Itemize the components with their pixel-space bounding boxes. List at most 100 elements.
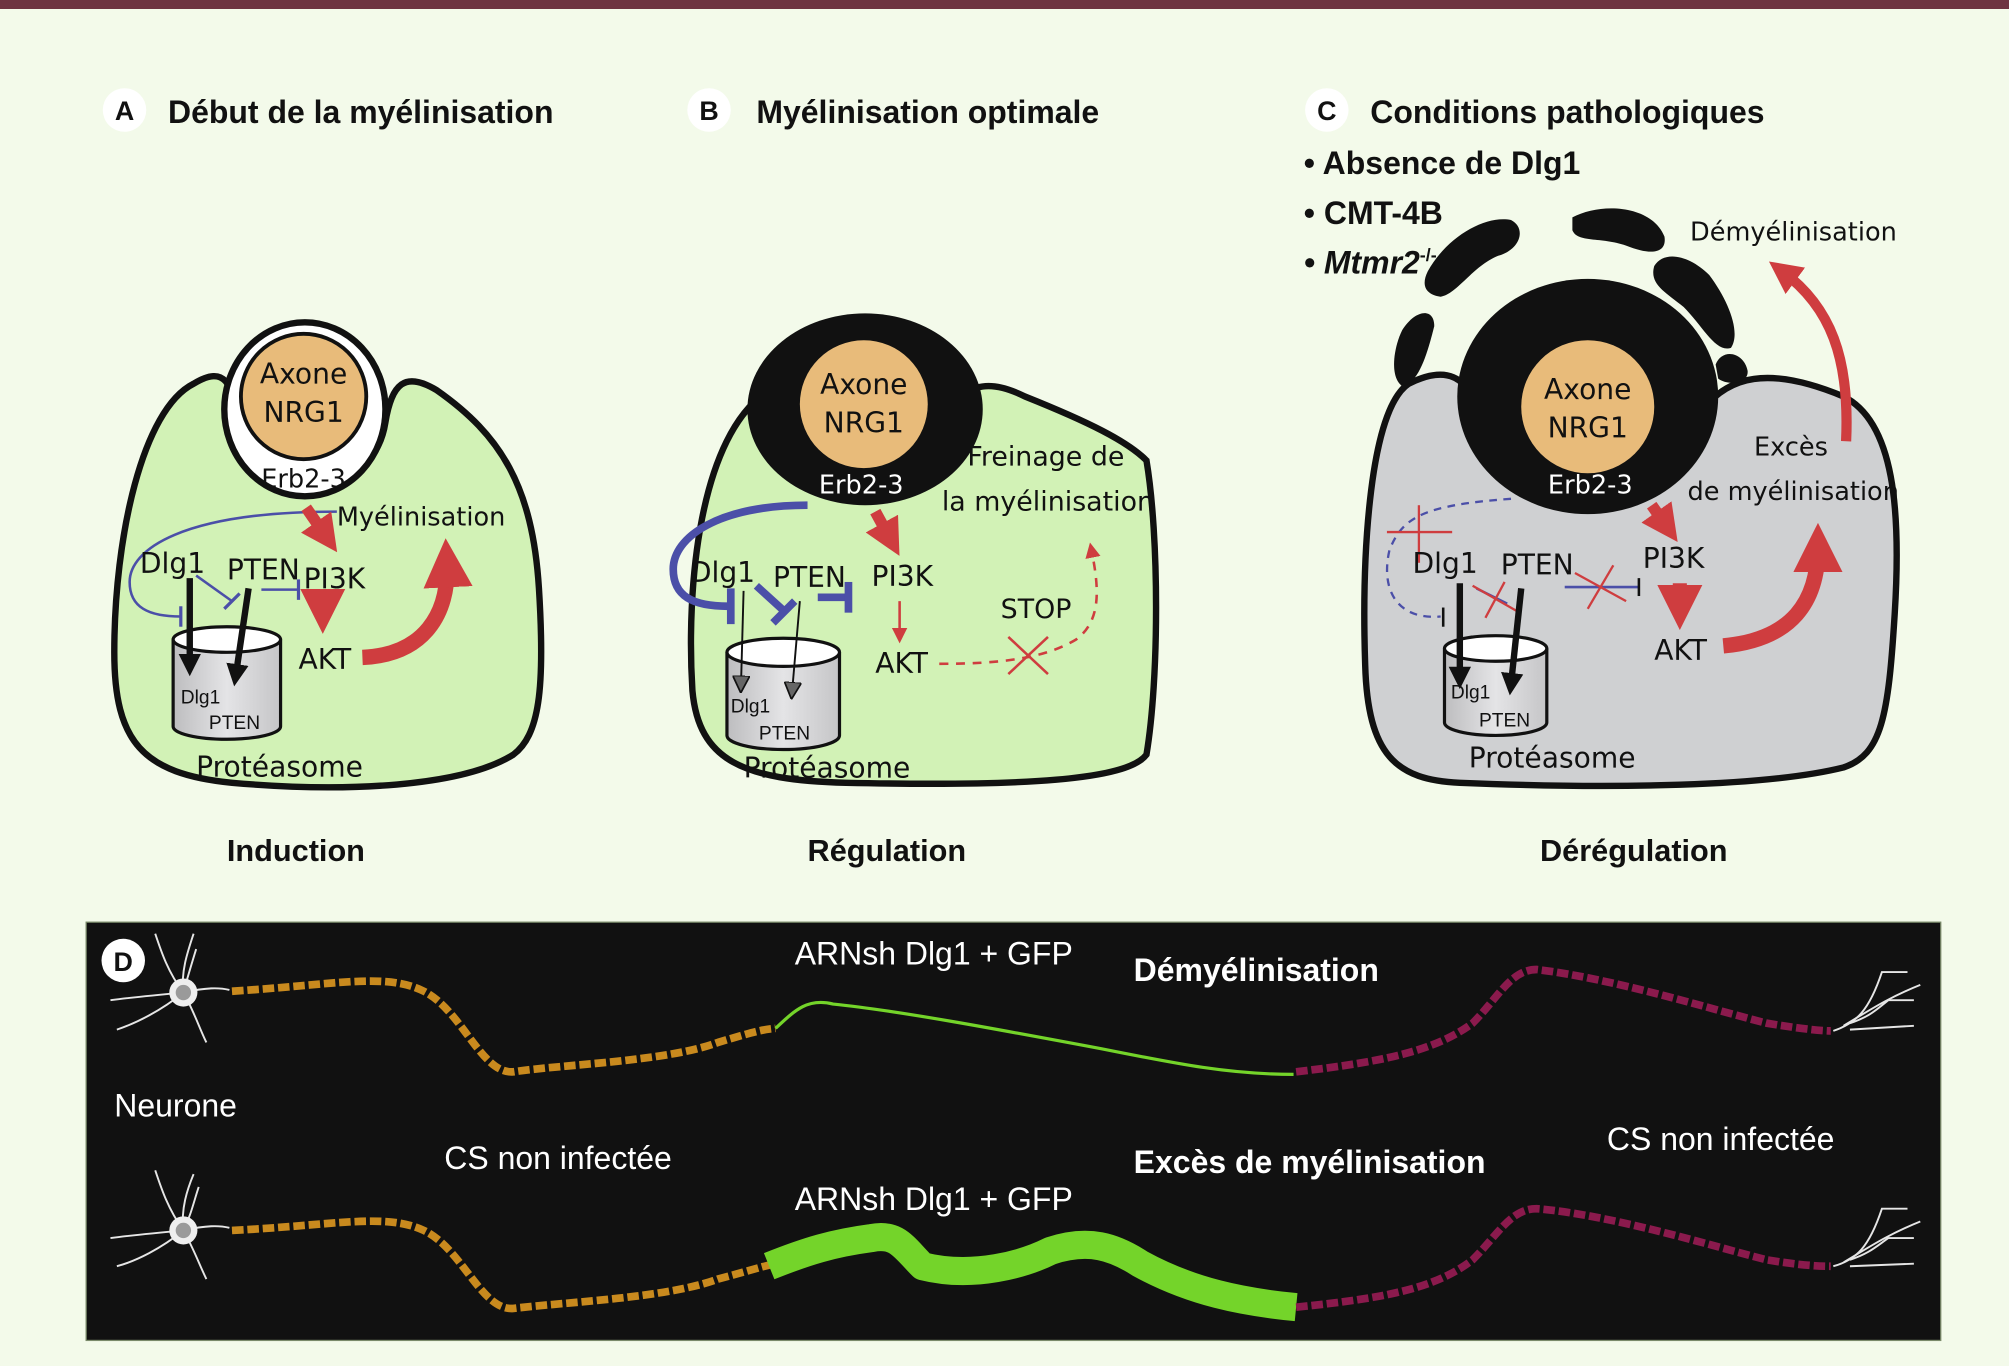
nrg1-label: NRG1 <box>824 406 904 439</box>
top-accent-bar <box>0 0 2009 9</box>
demyelination-label: Démyélinisation <box>1690 217 1897 247</box>
axon-label: Axone <box>260 358 347 391</box>
dlg1-label: Dlg1 <box>1413 547 1478 580</box>
panel-title: Myélinisation optimale <box>756 94 1099 130</box>
panel-letter: A <box>115 96 134 126</box>
activation-akt-to-myelination <box>361 538 473 666</box>
disrupted-cross-icon <box>1386 505 1453 563</box>
outcome-label-line1: Freinage de <box>967 442 1124 473</box>
uninfected-label-left: CS non infectée <box>444 1140 671 1176</box>
pten-label: PTEN <box>227 553 300 586</box>
nrg1-label: NRG1 <box>263 396 343 429</box>
myelinated-axon-top-right <box>1295 965 1831 1076</box>
receptor-label: Erb2-3 <box>1548 471 1633 501</box>
pten-label: PTEN <box>773 561 846 594</box>
condition-item: • Absence de Dlg1 <box>1304 145 1581 181</box>
panel-b: B Myélinisation optimale Axone NRG1 Erb2… <box>669 88 1160 868</box>
outcome-label-line2: la myélinisation <box>942 486 1154 517</box>
proteasome-dlg1-label: Dlg1 <box>1451 682 1490 703</box>
panel-letter-badge <box>687 88 731 132</box>
proteasome <box>725 636 842 752</box>
blocked-path-to-myelination <box>939 542 1101 666</box>
akt-label: AKT <box>1654 634 1707 667</box>
demyelination-arrow <box>1768 261 1852 442</box>
panel-a: A Début de la myélinisation Axone NRG1 E… <box>102 88 554 868</box>
disrupted-inhibition-erb-to-dlg1 <box>1385 497 1512 618</box>
panel-d: D <box>85 921 1942 1342</box>
akt-label: AKT <box>875 647 928 680</box>
uninfected-label-right: CS non infectée <box>1607 1121 1834 1157</box>
panel-a-header: A Début de la myélinisation <box>102 88 554 132</box>
demyelinated-segment <box>774 1000 1294 1076</box>
proteasome-pten-label: PTEN <box>209 713 260 734</box>
myelinated-axon-top-left <box>231 977 776 1076</box>
axon-terminal-top <box>1833 971 1921 1032</box>
degradation-arrow-pten <box>792 601 800 691</box>
nrg1-label: NRG1 <box>1548 411 1628 444</box>
axon <box>239 331 369 462</box>
panel-letter-badge <box>1305 88 1349 132</box>
dlg1-label: Dlg1 <box>140 547 205 580</box>
panel-caption: Dérégulation <box>1540 833 1728 868</box>
neuron-label: Neurone <box>114 1088 237 1124</box>
excess-label-line2: de myélinisation <box>1688 477 1899 507</box>
panel-c: C Conditions pathologiques • Absence de … <box>1304 88 1900 868</box>
panel-letter: C <box>1317 96 1336 126</box>
proteasome-dlg1-label: Dlg1 <box>731 696 770 717</box>
receptor-label: Erb2-3 <box>261 464 346 494</box>
proteasome-pten-label: PTEN <box>759 723 810 744</box>
hypermyelinated-segment <box>763 1223 1298 1322</box>
panel-caption: Régulation <box>808 833 967 868</box>
panel-c-header: C Conditions pathologiques <box>1305 88 1765 132</box>
neuron-bottom <box>110 1170 230 1280</box>
excess-label-line1: Excès <box>1754 432 1828 462</box>
axon-terminal-bottom <box>1833 1207 1921 1268</box>
axon <box>799 340 928 469</box>
disrupted-cross-icon <box>1574 564 1627 610</box>
activation-erb-to-pi3k <box>1641 501 1678 543</box>
inhibition-erb-to-dlg1 <box>128 510 337 618</box>
outcome-label: Myélinisation <box>337 503 505 533</box>
activation-erb-to-pi3k <box>865 508 900 556</box>
myelinated-axon-bottom-left <box>231 1217 777 1313</box>
proteasome-label: Protéasome <box>196 750 363 783</box>
panel-caption: Induction <box>227 833 365 868</box>
demyelination-label: Démyélinisation <box>1134 952 1379 988</box>
activation-erb-to-pi3k <box>300 504 338 553</box>
dlg1-label: Dlg1 <box>690 556 755 589</box>
axon-label: Axone <box>820 368 907 401</box>
pten-label: PTEN <box>1501 548 1574 581</box>
panel-title: Conditions pathologiques <box>1370 94 1764 130</box>
stop-label: STOP <box>1001 594 1072 625</box>
degradation-arrow-dlg1 <box>741 590 744 684</box>
panel-b-header: B Myélinisation optimale <box>687 88 1099 132</box>
neuron-top <box>110 933 230 1043</box>
inhibition-dlg1-to-pten <box>753 582 788 615</box>
inhibition-erb-to-dlg1 <box>669 501 808 611</box>
stop-cross-icon <box>1007 636 1049 675</box>
degradation-arrow-pten <box>226 587 252 687</box>
panel-letter-badge <box>101 938 145 983</box>
axon <box>1521 340 1655 474</box>
condition-item: • Mtmr2-/- <box>1304 245 1437 281</box>
panel-letter: B <box>699 96 718 126</box>
panel-letter: D <box>114 947 133 977</box>
myelinated-axon-bottom-right <box>1295 1204 1831 1311</box>
inhibition-dlg1-to-pten <box>195 574 233 603</box>
receptor-label: Erb2-3 <box>819 471 904 501</box>
shrna-label-bottom: ARNsh Dlg1 + GFP <box>795 1181 1073 1217</box>
proteasome-pten-label: PTEN <box>1479 710 1530 731</box>
excess-label: Excès de myélinisation <box>1134 1144 1486 1180</box>
pi3k-label: PI3K <box>304 562 367 595</box>
myelin-fragments <box>1394 208 1748 387</box>
pi3k-label: PI3K <box>871 560 934 593</box>
condition-item: • CMT-4B <box>1304 195 1443 231</box>
panel-letter-badge <box>102 88 147 132</box>
pi3k-label: PI3K <box>1643 542 1706 575</box>
activation-akt-to-excess-myelination <box>1722 522 1843 654</box>
disrupted-cross-icon <box>1472 581 1518 619</box>
proteasome-label: Protéasome <box>744 752 911 785</box>
akt-label: AKT <box>298 643 351 676</box>
panel-title: Début de la myélinisation <box>168 94 553 130</box>
